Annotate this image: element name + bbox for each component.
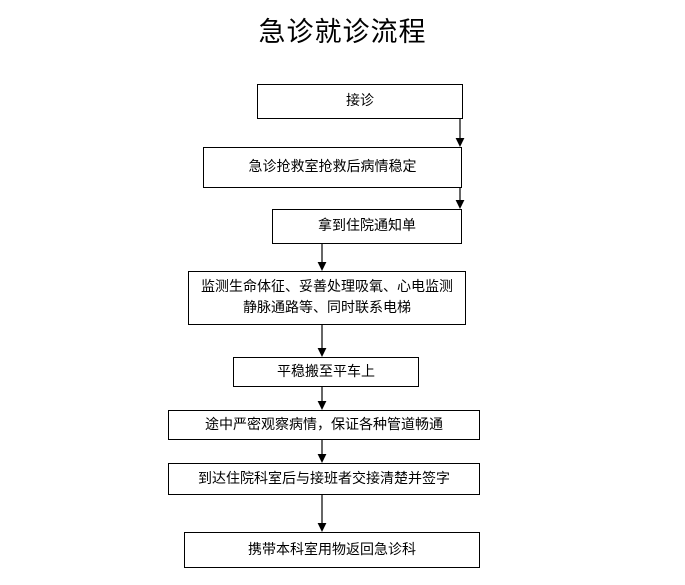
flow-node-monitor-vitals-prepare: 监测生命体征、妥善处理吸氧、心电监测 静脉通路等、同时联系电梯 xyxy=(188,271,466,325)
arrow-monitor-to-stretcher xyxy=(316,325,328,357)
flow-node-label: 拿到住院通知单 xyxy=(318,218,416,234)
flow-node-label: 途中严密观察病情，保证各种管道畅通 xyxy=(205,416,443,433)
flow-node-label: 监测生命体征、妥善处理吸氧、心电监测 静脉通路等、同时联系电梯 xyxy=(201,279,453,316)
flow-node-observe-en-route: 途中严密观察病情，保证各种管道畅通 xyxy=(168,410,480,440)
arrow-emergency-room-to-notice xyxy=(454,188,466,209)
flow-node-label: 携带本科室用物返回急诊科 xyxy=(248,541,416,558)
flow-node-label: 接诊 xyxy=(346,93,374,109)
arrow-stretcher-to-observe xyxy=(316,387,328,410)
flow-node-return-to-emergency: 携带本科室用物返回急诊科 xyxy=(184,532,480,568)
arrow-handover-to-return xyxy=(316,495,328,532)
flow-node-emergency-room-stable: 急诊抢救室抢救后病情稳定 xyxy=(203,147,462,188)
flow-node-handover-and-sign: 到达住院科室后与接班者交接清楚并签字 xyxy=(168,463,480,495)
flow-node-label: 平稳搬至平车上 xyxy=(277,363,375,380)
flow-node-reception: 接诊 xyxy=(257,84,463,119)
flow-node-label: 急诊抢救室抢救后病情稳定 xyxy=(248,159,417,175)
flow-node-transfer-to-stretcher: 平稳搬至平车上 xyxy=(233,357,419,387)
flow-node-admission-notice: 拿到住院通知单 xyxy=(272,209,462,244)
arrow-reception-to-emergency-room xyxy=(454,119,466,147)
page-title: 急诊就诊流程 xyxy=(258,17,427,48)
flow-node-label: 到达住院科室后与接班者交接清楚并签字 xyxy=(198,470,450,487)
arrow-observe-to-handover xyxy=(316,440,328,463)
arrow-notice-to-monitor xyxy=(316,244,328,271)
